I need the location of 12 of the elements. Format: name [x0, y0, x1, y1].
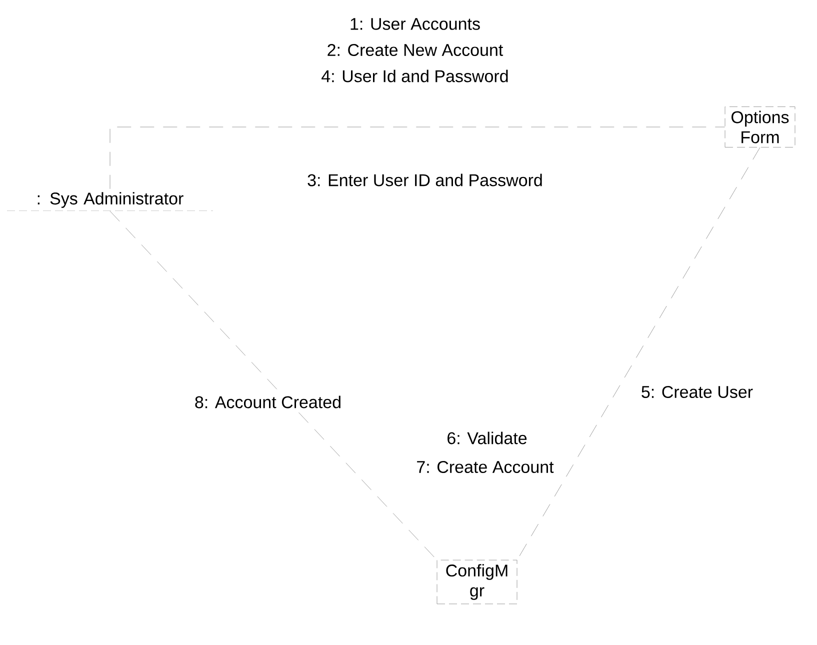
edge-label: 8: Account Created [193, 394, 343, 410]
message-label: 6: Validate [448, 432, 527, 444]
object-box: ConfigM gr [436, 560, 518, 604]
object-label: : Sys Administrator [7, 192, 213, 211]
object-box: Options Form [724, 106, 796, 148]
message-label: 1: User Accounts [350, 18, 480, 30]
link-line [110, 126, 725, 190]
edge-label: 5: Create User [640, 384, 754, 399]
message-label: 4: User Id and Password [322, 70, 508, 82]
message-label: 3: Enter User ID and Password [308, 174, 542, 186]
message-label: 7: Create Account [417, 460, 554, 474]
message-label: 2: Create New Account [328, 44, 504, 56]
